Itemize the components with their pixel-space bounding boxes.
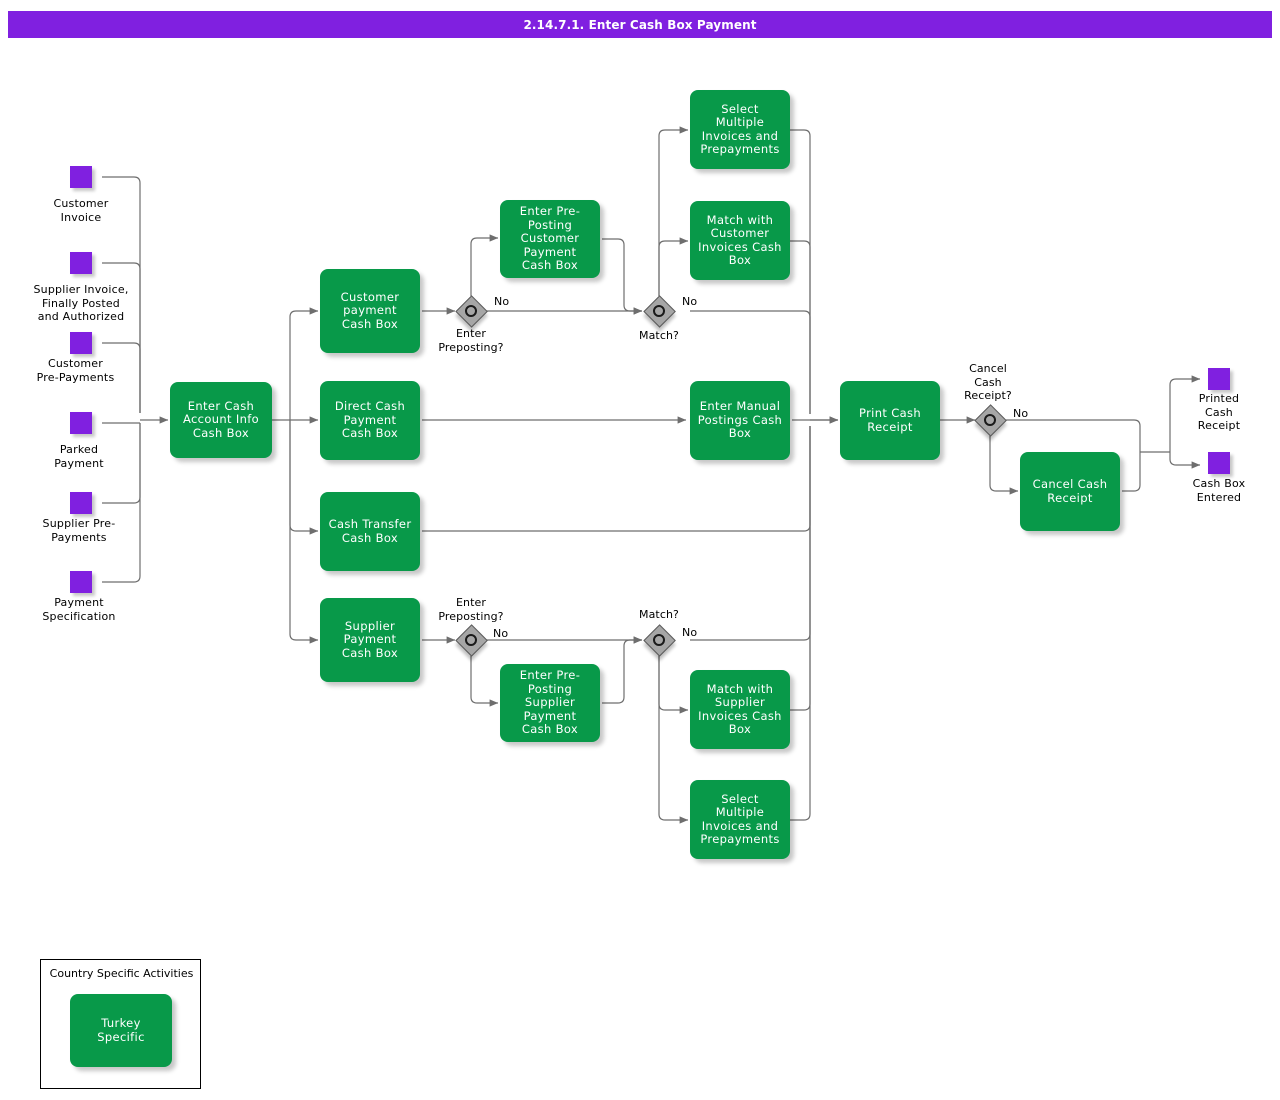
legend-country-specific-activities: Country Specific Activities Turkey Speci… (40, 959, 201, 1089)
task-customer-payment-cash-box[interactable]: Customer payment Cash Box (320, 269, 420, 353)
task-supplier-payment-cash-box[interactable]: Supplier Payment Cash Box (320, 598, 420, 682)
gateway-inclusive-ring-icon (465, 634, 477, 646)
page-title-bar: 2.14.7.1. Enter Cash Box Payment (8, 11, 1272, 38)
start-event-supplier-prepayments-label: Supplier Pre- Payments (42, 517, 116, 544)
task-print-cash-receipt[interactable]: Print Cash Receipt (840, 381, 940, 460)
start-event-customer-invoice[interactable] (70, 166, 92, 188)
start-event-customer-invoice-label: Customer Invoice (53, 197, 109, 224)
gateway-enter-preposting-customer[interactable] (455, 295, 489, 329)
task-cash-transfer-cash-box[interactable]: Cash Transfer Cash Box (320, 492, 420, 571)
gateway-enter-preposting-supplier[interactable] (455, 624, 489, 658)
start-event-supplier-prepayments[interactable] (70, 492, 92, 514)
task-enter-manual-postings-cash-box[interactable]: Enter Manual Postings Cash Box (690, 381, 790, 460)
gateway-inclusive-ring-icon (653, 634, 665, 646)
gateway-match-customer[interactable] (643, 295, 677, 329)
edge-label-no-preposting-supplier: No (493, 627, 509, 640)
start-event-customer-prepayments[interactable] (70, 332, 92, 354)
task-enter-cash-account-info[interactable]: Enter Cash Account Info Cash Box (170, 382, 272, 458)
task-direct-cash-payment-cash-box[interactable]: Direct Cash Payment Cash Box (320, 381, 420, 460)
gateway-inclusive-ring-icon (653, 305, 665, 317)
edge-label-no-match-customer: No (682, 295, 698, 308)
task-enter-preposting-supplier-payment[interactable]: Enter Pre-Posting Supplier Payment Cash … (500, 664, 600, 742)
start-event-payment-specification-label: Payment Specification (42, 596, 116, 623)
start-event-supplier-invoice-label: Supplier Invoice, Finally Posted and Aut… (33, 283, 129, 323)
start-event-customer-prepayments-label: Customer Pre-Payments (36, 357, 115, 384)
task-select-multiple-invoices-supplier[interactable]: Select Multiple Invoices and Prepayments (690, 780, 790, 859)
end-event-cash-box-entered[interactable] (1208, 452, 1230, 474)
end-event-cash-box-entered-label: Cash Box Entered (1192, 477, 1246, 504)
start-event-parked-payment-label: Parked Payment (54, 443, 104, 470)
edge-label-no-match-supplier: No (682, 626, 698, 639)
gateway-match-customer-label: Match? (638, 329, 679, 342)
end-event-printed-cash-receipt[interactable] (1208, 368, 1230, 390)
gateway-match-supplier-label: Match? (638, 608, 679, 621)
gateway-enter-preposting-supplier-label: Enter Preposting? (438, 596, 504, 623)
start-event-parked-payment[interactable] (70, 412, 92, 434)
legend-item-turkey-specific[interactable]: Turkey Specific (70, 994, 172, 1067)
edge-label-no-preposting-customer: No (494, 295, 510, 308)
edge-label-no-cancel-cash-receipt: No (1013, 407, 1029, 420)
gateway-inclusive-ring-icon (465, 305, 477, 317)
gateway-cancel-cash-receipt[interactable] (974, 404, 1008, 438)
gateway-cancel-cash-receipt-label: Cancel Cash Receipt? (964, 362, 1012, 402)
task-cancel-cash-receipt[interactable]: Cancel Cash Receipt (1020, 452, 1120, 531)
start-event-supplier-invoice[interactable] (70, 252, 92, 274)
task-enter-preposting-customer-payment[interactable]: Enter Pre-Posting Customer Payment Cash … (500, 200, 600, 278)
page-title: 2.14.7.1. Enter Cash Box Payment (523, 17, 757, 32)
task-match-with-customer-invoices[interactable]: Match with Customer Invoices Cash Box (690, 201, 790, 280)
gateway-match-supplier[interactable] (643, 624, 677, 658)
gateway-inclusive-ring-icon (984, 414, 996, 426)
legend-title: Country Specific Activities (49, 967, 194, 980)
end-event-printed-cash-receipt-label: Printed Cash Receipt (1197, 392, 1241, 432)
task-select-multiple-invoices-customer[interactable]: Select Multiple Invoices and Prepayments (690, 90, 790, 169)
task-match-with-supplier-invoices[interactable]: Match with Supplier Invoices Cash Box (690, 670, 790, 749)
gateway-enter-preposting-customer-label: Enter Preposting? (438, 327, 504, 354)
start-event-payment-specification[interactable] (70, 571, 92, 593)
